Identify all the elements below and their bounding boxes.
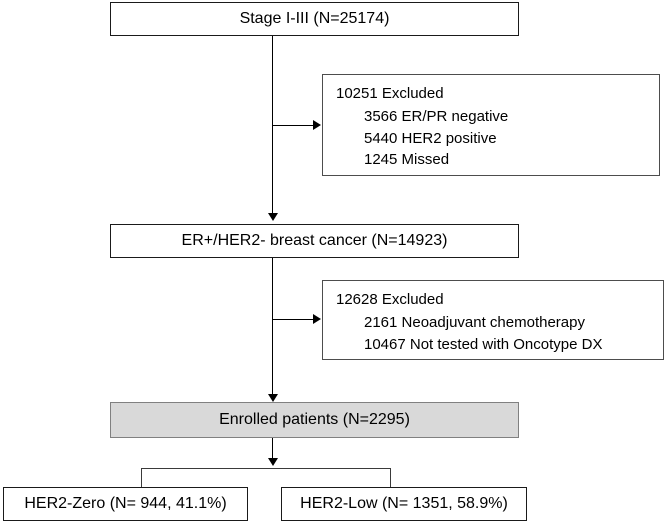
exclusion-1-item-2: 1245 Missed bbox=[364, 151, 450, 169]
node-enrolled-patients-label: Enrolled patients (N=2295) bbox=[219, 411, 410, 428]
exclusion-2-header: 12628 Excluded bbox=[336, 291, 444, 308]
node-stage-i-iii-label: Stage I-III (N=25174) bbox=[239, 10, 390, 27]
node-her2-zero-label: HER2-Zero (N= 944, 41.1%) bbox=[24, 495, 227, 512]
node-exclusion-1: 10251 Excluded 3566 ER/PR negative 5440 … bbox=[322, 74, 660, 176]
arrowhead-to-exclusion-1 bbox=[313, 120, 321, 130]
node-er-positive-her2-negative-label: ER+/HER2- breast cancer (N=14923) bbox=[181, 232, 448, 249]
arrowhead-enrolled-split bbox=[268, 458, 278, 466]
exclusion-2-item-0: 2161 Neoadjuvant chemotherapy bbox=[364, 313, 585, 331]
node-her2-low: HER2-Low (N= 1351, 58.9%) bbox=[281, 487, 527, 521]
node-stage-i-iii: Stage I-III (N=25174) bbox=[110, 2, 519, 36]
exclusion-2-item-1: 10467 Not tested with Oncotype DX bbox=[364, 335, 603, 353]
exclusion-1-item-0: 3566 ER/PR negative bbox=[364, 107, 509, 125]
connector-cohort-to-enrolled bbox=[272, 258, 273, 400]
arrowhead-cohort-to-enrolled bbox=[268, 394, 278, 402]
arrowhead-stage-to-cohort bbox=[268, 213, 278, 221]
connector-enrolled-stem bbox=[272, 438, 273, 461]
connector-to-exclusion-1 bbox=[272, 125, 314, 126]
connector-to-exclusion-2 bbox=[272, 319, 314, 320]
arrowhead-to-exclusion-2 bbox=[313, 314, 321, 324]
connector-stage-to-cohort bbox=[272, 36, 273, 219]
node-her2-zero: HER2-Zero (N= 944, 41.1%) bbox=[3, 487, 248, 521]
node-her2-low-label: HER2-Low (N= 1351, 58.9%) bbox=[300, 495, 508, 512]
node-enrolled-patients: Enrolled patients (N=2295) bbox=[110, 402, 519, 438]
node-exclusion-2: 12628 Excluded 2161 Neoadjuvant chemothe… bbox=[322, 280, 664, 360]
exclusion-1-item-1: 5440 HER2 positive bbox=[364, 129, 497, 147]
connector-split-right bbox=[390, 468, 391, 488]
connector-split-left bbox=[141, 468, 142, 488]
connector-split-horizontal bbox=[141, 468, 390, 469]
node-er-positive-her2-negative: ER+/HER2- breast cancer (N=14923) bbox=[110, 224, 519, 258]
exclusion-1-header: 10251 Excluded bbox=[336, 85, 444, 102]
